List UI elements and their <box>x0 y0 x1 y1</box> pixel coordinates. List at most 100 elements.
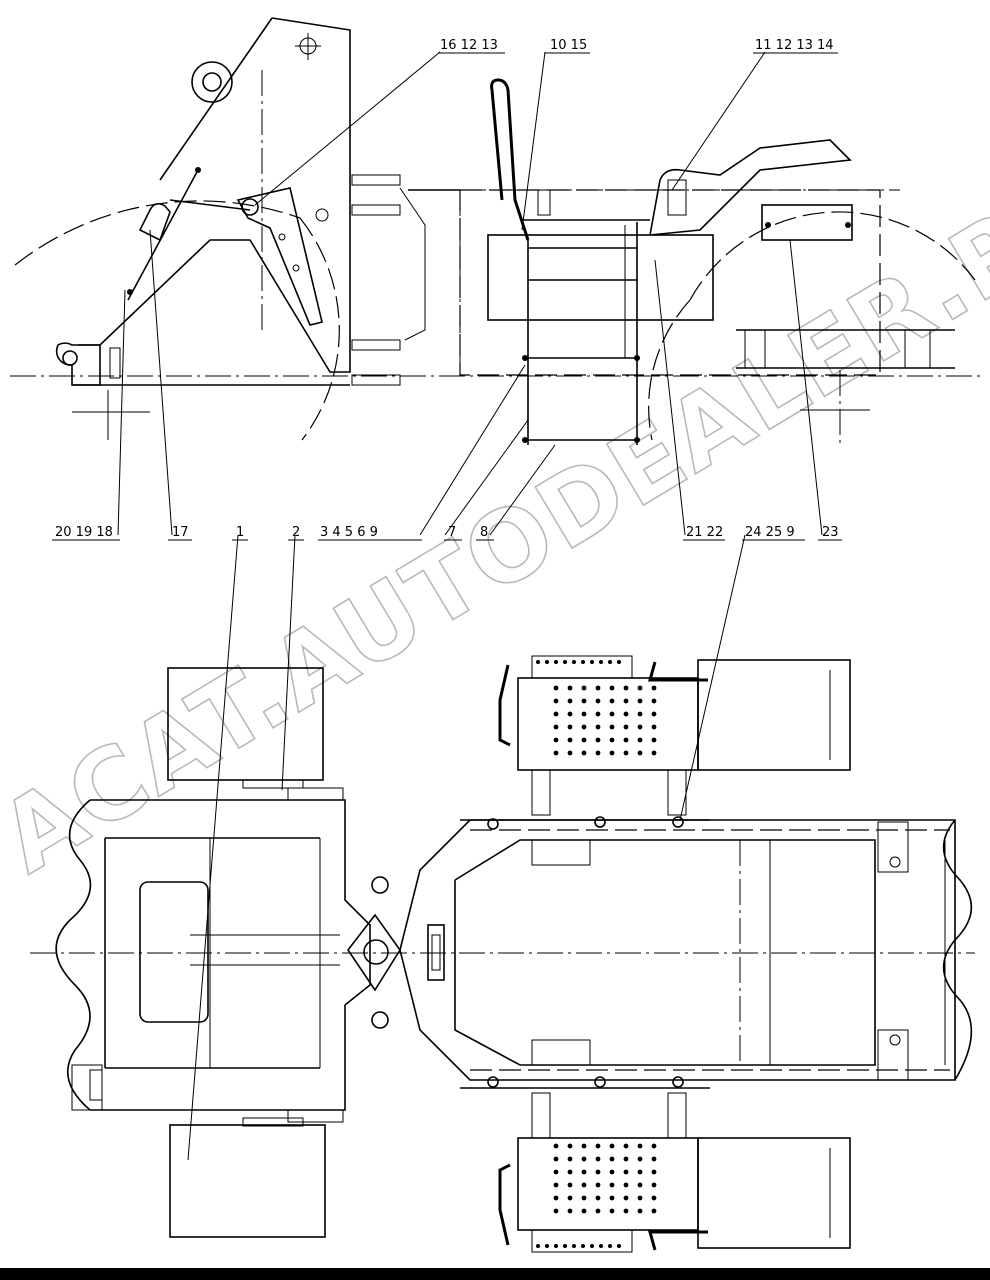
perforation-dot <box>595 1143 601 1149</box>
callout-10-15: 10 15 <box>550 38 587 53</box>
tread-dot <box>590 1244 594 1248</box>
callout-labels: 16 12 13 10 15 11 12 13 14 20 19 18 17 1… <box>52 38 842 541</box>
watermark-text: ACAT.AUTODEALER.RU <box>0 145 990 895</box>
perforation-dot <box>609 750 615 756</box>
tread-dot <box>608 660 612 664</box>
perforation-dot <box>553 698 559 704</box>
perforation-dot <box>553 711 559 717</box>
perforation-dot <box>567 698 573 704</box>
hinge-bracket <box>236 187 323 326</box>
step-perforation-upper <box>536 660 657 756</box>
tread-dot <box>572 1244 576 1248</box>
battery-box-upper <box>697 659 851 771</box>
perforation-dot <box>651 1208 657 1214</box>
perforation-dot <box>567 685 573 691</box>
perforation-dot <box>609 1195 615 1201</box>
battery-box-side <box>487 234 714 321</box>
perforation-dot <box>595 1156 601 1162</box>
perforation-dot <box>595 724 601 730</box>
tread-dot <box>563 660 567 664</box>
perforation-dot <box>567 724 573 730</box>
lift-arm <box>78 17 351 373</box>
tread-dot <box>545 1244 549 1248</box>
perforation-dot <box>609 1208 615 1214</box>
callout-3-4-5-6-9: 3 4 5 6 9 <box>320 525 378 540</box>
tread-dot <box>536 660 540 664</box>
perforation-dot <box>651 724 657 730</box>
perforation-dot <box>581 1208 587 1214</box>
perforation-dot <box>637 724 643 730</box>
front-frame-outline <box>90 799 371 1111</box>
perforation-dot <box>595 685 601 691</box>
perforation-dot <box>581 750 587 756</box>
perforation-dot <box>581 737 587 743</box>
perforation-dot <box>581 698 587 704</box>
perforation-dot <box>651 711 657 717</box>
perforation-dot <box>609 698 615 704</box>
perforation-dot <box>567 711 573 717</box>
perforation-dot <box>651 1195 657 1201</box>
perforation-dot <box>581 1169 587 1175</box>
perforation-dot <box>637 1182 643 1188</box>
perforation-dot <box>553 1195 559 1201</box>
callout-24-25-9: 24 25 9 <box>745 525 795 540</box>
callout-8: 8 <box>480 525 488 540</box>
perforation-dot <box>609 711 615 717</box>
battery-box-lower <box>697 1137 851 1249</box>
perforation-dot <box>637 750 643 756</box>
perforation-dot <box>623 1195 629 1201</box>
perforation-dot <box>581 1195 587 1201</box>
front-tank-window <box>139 881 209 1023</box>
top-view <box>30 534 975 1253</box>
perforation-dot <box>651 1156 657 1162</box>
perforation-dot <box>609 737 615 743</box>
perforation-dot <box>567 750 573 756</box>
perforation-dot <box>637 737 643 743</box>
rear-toolbox <box>761 204 853 241</box>
perforation-dot <box>567 1143 573 1149</box>
perforation-dot <box>651 1169 657 1175</box>
perforation-dot <box>581 685 587 691</box>
perforation-dot <box>623 698 629 704</box>
perforation-dot <box>595 737 601 743</box>
front-wheel-arc <box>14 200 301 266</box>
step-lower <box>517 1137 699 1231</box>
perforation-dot <box>595 1182 601 1188</box>
perforation-dot <box>651 737 657 743</box>
perforation-dot <box>595 711 601 717</box>
rear-wheel-arc <box>689 211 976 301</box>
perforation-dot <box>553 1169 559 1175</box>
perforation-dot <box>637 1208 643 1214</box>
perforation-dot <box>637 698 643 704</box>
tread-dot <box>599 1244 603 1248</box>
rear-frame-outline <box>399 819 956 1081</box>
perforation-dot <box>595 750 601 756</box>
perforation-dot <box>581 1182 587 1188</box>
perforation-dot <box>553 1156 559 1162</box>
perforation-dot <box>553 1143 559 1149</box>
perforation-dot <box>623 1208 629 1214</box>
perforation-dot <box>637 685 643 691</box>
tread-dot <box>590 660 594 664</box>
step-upper <box>517 677 699 771</box>
perforation-dot <box>651 1143 657 1149</box>
front-toolbox-lower <box>169 1124 326 1238</box>
rear-fender <box>649 139 852 236</box>
perforation-dot <box>553 685 559 691</box>
perforation-dot <box>651 685 657 691</box>
perforation-dot <box>595 698 601 704</box>
tread-dot <box>545 660 549 664</box>
callout-1: 1 <box>236 525 244 540</box>
perforation-dot <box>553 724 559 730</box>
bottom-border <box>0 1268 990 1280</box>
perforation-dot <box>609 724 615 730</box>
perforation-dot <box>553 737 559 743</box>
tread-dot <box>599 660 603 664</box>
perforation-dot <box>623 737 629 743</box>
perforation-dot <box>553 750 559 756</box>
tread-dot <box>617 660 621 664</box>
step-perforation-lower <box>536 1143 657 1248</box>
perforation-dot <box>595 1169 601 1175</box>
callout-11-12-13-14: 11 12 13 14 <box>755 38 834 53</box>
tread-dot <box>581 660 585 664</box>
